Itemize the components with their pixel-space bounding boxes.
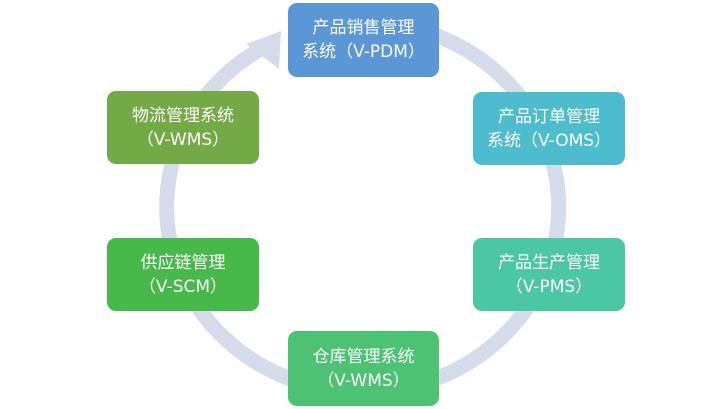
node-line1: 产品销售管理: [312, 18, 415, 38]
node-product-production: 产品生产管理 （V-PMS）: [473, 238, 625, 311]
node-line2: （V-PMS）: [505, 276, 593, 297]
node-line1: 供应链管理: [140, 252, 226, 273]
node-line2: （V-WMS）: [317, 370, 410, 391]
node-warehouse: 仓库管理系统 （V-WMS）: [288, 331, 439, 406]
node-line1: 物流管理系统: [132, 105, 234, 126]
node-product-order: 产品订单管理 系统（V-OMS）: [473, 92, 625, 165]
ring-arrowhead-icon: [246, 31, 281, 69]
node-line2: 系统（V-PDM）: [302, 42, 425, 62]
node-product-sales: 产品销售管理 系统（V-PDM）: [288, 3, 439, 77]
node-line1: 仓库管理系统: [312, 346, 415, 367]
node-logistics: 物流管理系统 （V-WMS）: [107, 91, 259, 164]
node-line2: （V-SCM）: [138, 276, 228, 297]
node-line2: 系统（V-OMS）: [486, 130, 612, 151]
node-line2: （V-WMS）: [136, 129, 230, 150]
node-line1: 产品订单管理: [498, 106, 600, 127]
node-supply-chain: 供应链管理 （V-SCM）: [107, 238, 259, 311]
node-line1: 产品生产管理: [498, 252, 600, 273]
